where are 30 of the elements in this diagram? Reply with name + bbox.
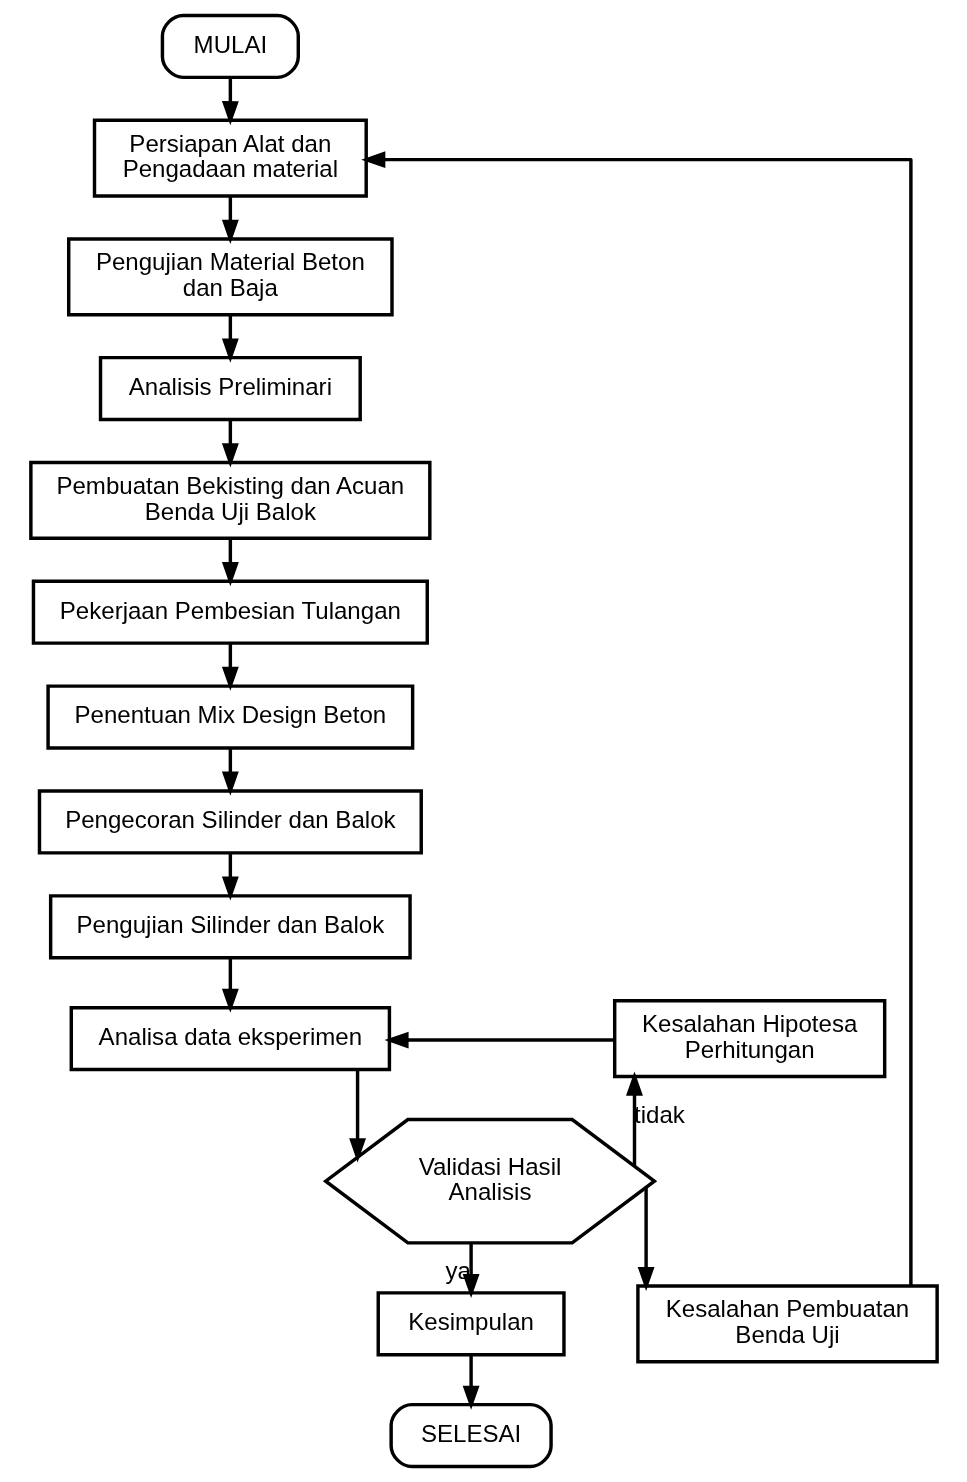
node-box: Penentuan Mix Design Beton	[45, 684, 414, 750]
arrow	[221, 419, 239, 468]
node-box: SELESAI	[388, 1402, 553, 1469]
node-box: Pengujian Material Beton dan Baja	[66, 237, 394, 317]
arrow	[221, 314, 239, 363]
arrow	[462, 1243, 480, 1298]
node-box: MULAI	[160, 13, 300, 80]
node-box: Persiapan Alat dan Pengadaan material	[92, 118, 368, 198]
arrow	[383, 1031, 615, 1049]
node-box: Analisa data eksperimen	[69, 1005, 391, 1072]
arrow	[625, 1071, 643, 1166]
arrow	[221, 77, 239, 126]
node-box: Kesalahan Pembuatan Benda Uji	[635, 1284, 939, 1364]
arrow	[348, 1070, 366, 1163]
arrow	[221, 538, 239, 587]
node-box: Pengecoran Silinder dan Balok	[37, 789, 423, 855]
node-box: Analisis Preliminari	[98, 355, 362, 422]
arrow	[221, 643, 239, 691]
arrow	[221, 196, 239, 244]
arrow	[221, 748, 239, 796]
node-box: Kesalahan Hipotesa Perhitungan	[612, 999, 886, 1079]
node-box: Pekerjaan Pembesian Tulangan	[31, 579, 429, 645]
arrow	[637, 1188, 655, 1292]
arrow	[360, 151, 913, 1286]
arrow	[462, 1354, 480, 1410]
arrow	[221, 853, 239, 901]
node-box: Pengujian Silinder dan Balok	[48, 894, 412, 960]
arrow	[221, 957, 239, 1013]
node-box: Pembuatan Bekisting dan Acuan Benda Uji Balok	[28, 460, 432, 540]
node-box: Kesimpulan	[376, 1291, 566, 1357]
